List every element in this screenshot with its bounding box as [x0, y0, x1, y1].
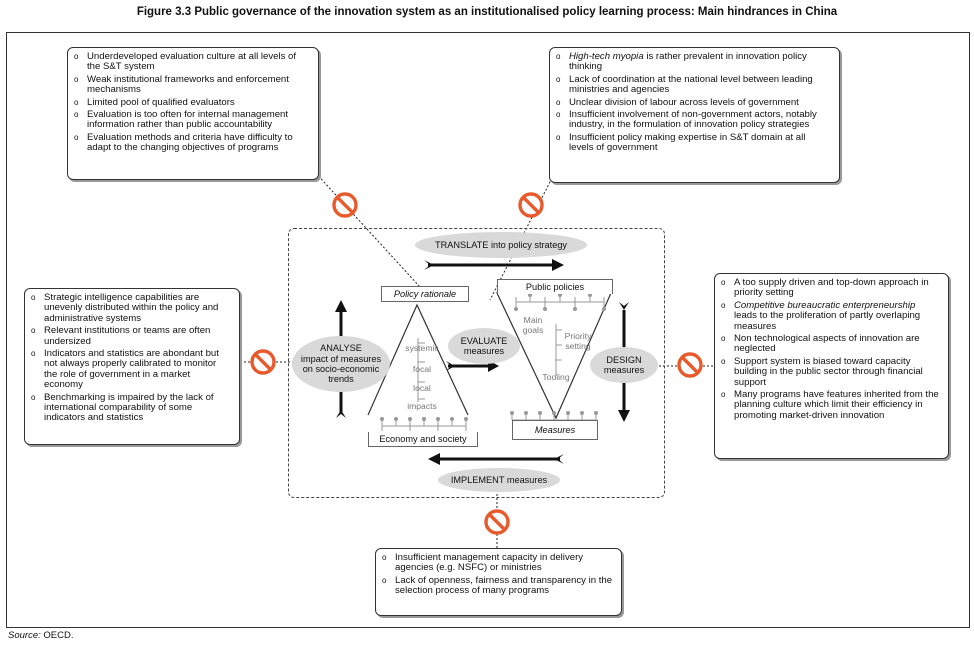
translate-ellipse: TRANSLATE into policy strategy	[415, 232, 587, 258]
prohibition-icon	[484, 509, 510, 535]
policy-cycle-frame	[288, 228, 665, 498]
policy-rationale-label: Policy rationale	[381, 286, 469, 302]
connector-top-left	[312, 169, 421, 288]
arrow-translate	[424, 259, 564, 271]
prohibition-icon	[677, 352, 703, 378]
public-policies-label: Public policies	[497, 279, 613, 294]
prohibition-icon	[518, 192, 544, 218]
tooling-label: Tooling	[542, 372, 570, 382]
triangle-label-local: local	[413, 383, 431, 393]
figure-title: Figure 3.3 Public governance of the inno…	[136, 6, 838, 18]
prohibition-icon	[332, 192, 358, 218]
economy-society-label: Economy and society	[368, 432, 478, 447]
prohibition-icon	[250, 349, 276, 375]
measures-label: Measures	[512, 420, 598, 440]
source-note: Source: OECD.	[8, 630, 74, 641]
triangle-label-impacts: impacts	[407, 401, 437, 411]
triangle-label-focal: focal	[412, 364, 432, 374]
implement-ellipse: IMPLEMENT measures	[438, 468, 560, 492]
arrow-implement	[428, 453, 564, 465]
figure-frame	[6, 32, 970, 628]
triangle-label-systemic: systemic	[405, 343, 439, 353]
